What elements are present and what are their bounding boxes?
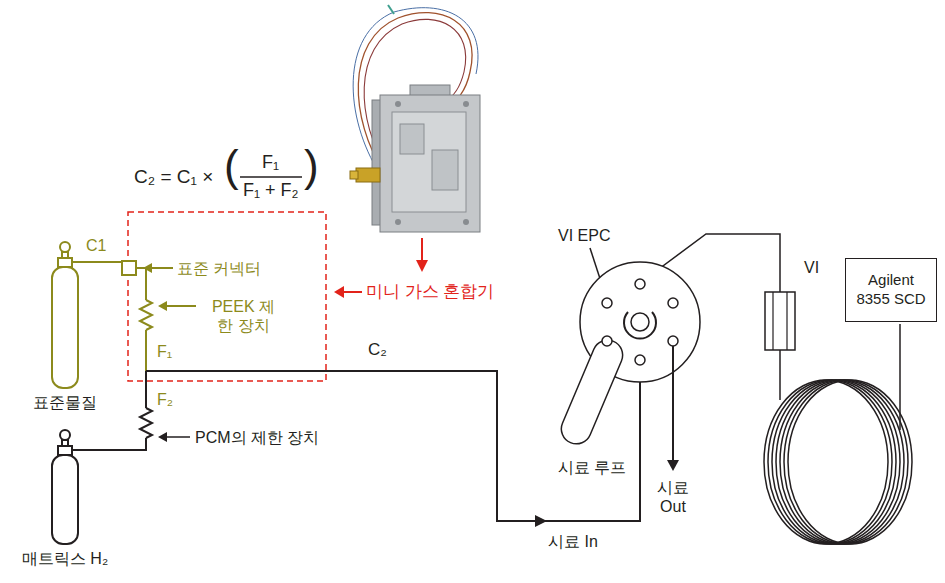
fraction-denominator: F₁ + F₂ [243, 180, 299, 202]
part-label: 미니 가스 혼합기 [366, 282, 494, 302]
screw [395, 219, 401, 225]
valve-port [668, 336, 678, 346]
port-label: 시료 In [548, 532, 598, 551]
formula-text: C₂ = C₁ × [134, 166, 213, 189]
coil-turn [776, 380, 900, 544]
valve-rotor [624, 312, 656, 339]
coil-turn [780, 380, 904, 544]
sample-out-line [672, 346, 674, 462]
valve-port [635, 279, 645, 289]
leader-arrow [164, 436, 190, 438]
screw [463, 101, 469, 107]
standard-line [78, 261, 196, 371]
mixer-panel [392, 112, 466, 212]
cylinder-knob [60, 242, 70, 252]
cylinder-outlet [68, 449, 125, 451]
valve-port [635, 355, 645, 365]
coil-turn [768, 380, 892, 544]
cable-tip [388, 5, 394, 14]
cylinder-valve [58, 258, 72, 267]
part-label: 표준 커넥터 [177, 259, 261, 278]
pipe [145, 330, 147, 371]
port-label: VI EPC [558, 226, 610, 245]
vi-liner [786, 292, 787, 350]
concentration-label: C1 [86, 236, 106, 255]
fraction-numerator: F₁ [262, 152, 279, 174]
sample-loop [557, 336, 628, 449]
coil-turn [772, 380, 896, 544]
brass-fitting [350, 171, 358, 179]
pointer-line [421, 238, 423, 262]
arrow-head [158, 301, 167, 311]
arrow-head [334, 286, 344, 298]
node-text: Agilent 8355 SCD [852, 271, 930, 309]
node-text: VI [804, 258, 819, 277]
detector-box: Agilent 8355 SCD [845, 258, 937, 322]
resistor-symbol [140, 300, 152, 330]
flow-label: F₁ [157, 342, 172, 361]
standard-cylinder: 표준물질 [25, 240, 105, 412]
valve-rotor [631, 313, 649, 331]
pipe [779, 350, 781, 400]
vi-body [765, 292, 795, 350]
valve-port [602, 336, 612, 346]
cylinder-symbol [25, 240, 105, 390]
screw [463, 219, 469, 225]
mixer-dashed-box [128, 212, 326, 381]
pointer-line [342, 291, 362, 293]
valve-port [602, 298, 612, 308]
cylinder-outlet [68, 261, 105, 263]
matrix-line [78, 368, 640, 521]
concentration-label: C₂ [368, 340, 387, 360]
brass-fitting [356, 168, 380, 182]
leader-arrow [164, 305, 196, 307]
mixer-detail [400, 124, 424, 154]
port-label: 시료 루프 [558, 458, 626, 477]
arrow-head [158, 432, 167, 442]
mixer-detail [432, 150, 458, 190]
coil-turn [764, 380, 888, 544]
h2-cylinder: 매트릭스 H₂ [5, 428, 125, 568]
cylinder-body [52, 455, 78, 544]
coil-turn [788, 380, 912, 544]
arrow-head [667, 460, 679, 471]
sample-in-line [146, 368, 640, 521]
part-label: PEEK 제한 장치 [207, 297, 280, 335]
part-label: PCM의 제한 장치 [195, 428, 319, 447]
flow-label: F₂ [157, 390, 173, 409]
pipe [78, 438, 146, 450]
coil-turn [784, 380, 908, 544]
node-text: 매트릭스 H₂ [22, 549, 108, 568]
cylinder-valve [58, 446, 72, 455]
node-text: 표준물질 [33, 393, 97, 412]
arrow-head [143, 263, 152, 273]
valve-port [668, 298, 678, 308]
cylinder-symbol [5, 428, 125, 546]
vi-liner [772, 292, 773, 350]
valve [557, 234, 780, 462]
formula-paren: ) [304, 140, 319, 193]
screw [395, 101, 401, 107]
mixer-photo [350, 5, 480, 232]
port-label: 시료 Out [651, 478, 695, 516]
formula-paren: ( [224, 140, 239, 193]
arrow-head [535, 515, 547, 527]
mixer-plate [380, 95, 480, 232]
resistor-symbol [140, 408, 152, 438]
cylinder-knob [60, 430, 70, 440]
cylinder-body [52, 267, 78, 388]
leader-arrow [150, 267, 173, 269]
vi-injector: VI [760, 256, 826, 352]
arrow-head [416, 260, 428, 272]
pipe [136, 268, 146, 300]
column-coil [764, 324, 912, 544]
fraction-bar [240, 176, 302, 178]
connector-symbol [122, 261, 136, 275]
pipe [145, 371, 147, 408]
